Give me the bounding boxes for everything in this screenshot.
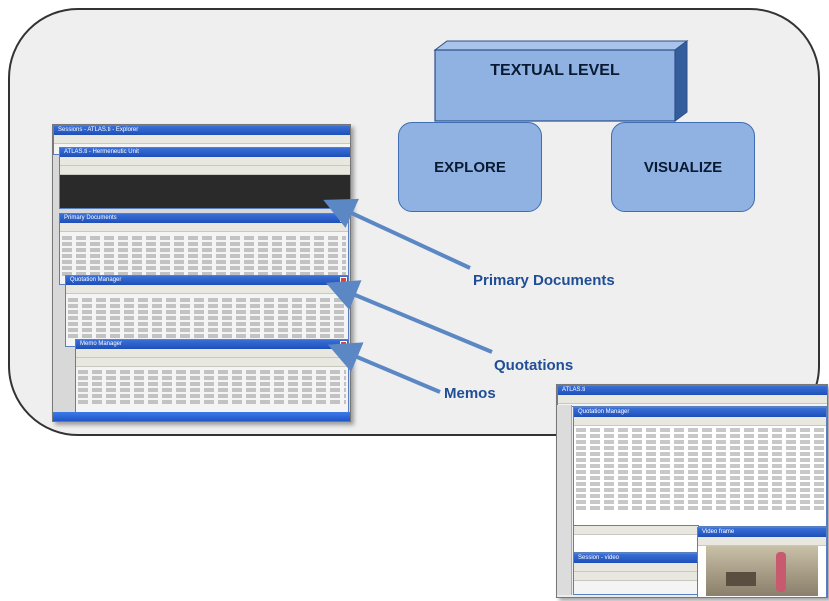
atlas-screenshot-left: Sessions - ATLAS.ti - Explorer ATLAS.ti … bbox=[52, 124, 351, 422]
visualize-label: VISUALIZE bbox=[643, 158, 723, 176]
memos-label: Memos bbox=[444, 385, 496, 402]
video-thumbnail bbox=[706, 546, 818, 596]
visualize-box: VISUALIZE bbox=[611, 122, 755, 212]
textual-level-box bbox=[433, 40, 689, 122]
explore-box: EXPLORE bbox=[398, 122, 542, 212]
atlas-screenshot-right: ATLAS.ti Quotation Manager Session - vid… bbox=[556, 384, 828, 598]
textual-level-label: TEXTUAL LEVEL bbox=[490, 62, 620, 79]
arrow-quotations bbox=[325, 280, 493, 354]
arrow-memos bbox=[327, 342, 441, 394]
quotations-label: Quotations bbox=[494, 357, 574, 374]
arrow-primary-documents bbox=[323, 198, 471, 270]
explore-label: EXPLORE bbox=[434, 158, 506, 176]
primary-documents-label: Primary Documents bbox=[473, 272, 615, 289]
